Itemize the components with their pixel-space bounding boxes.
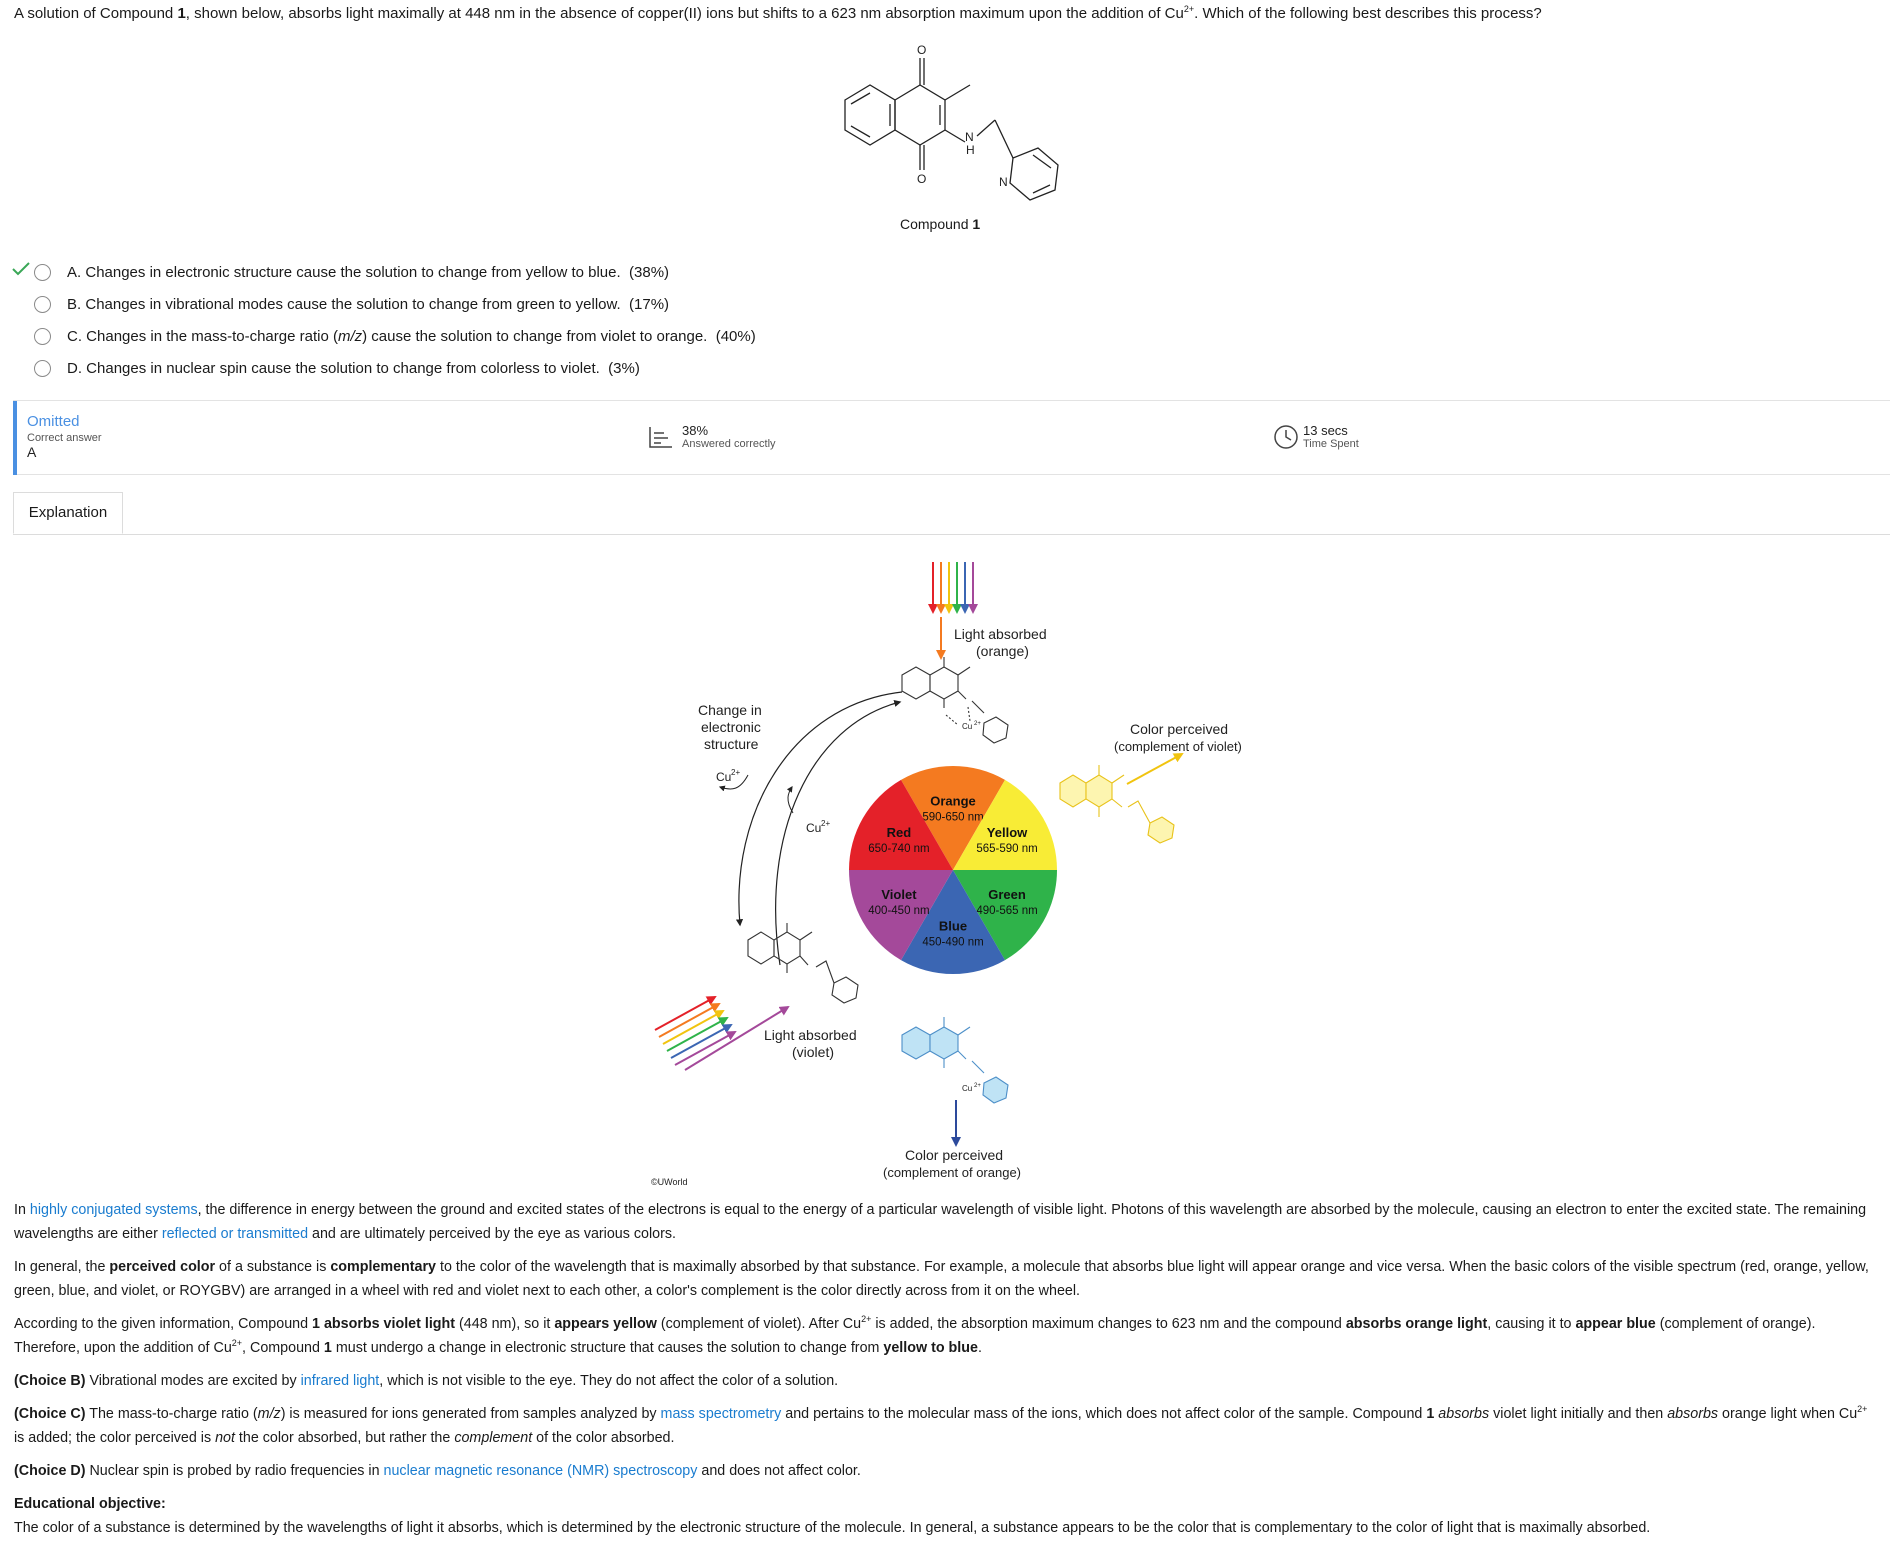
choice-a[interactable]: A. Changes in electronic structure cause… [10, 256, 756, 288]
svg-text:(complement of violet): (complement of violet) [1114, 739, 1242, 754]
label-light-absorbed-orange: Light absorbed [954, 626, 1047, 642]
curved-arrow-outer [735, 691, 903, 927]
link-reflected-transmitted[interactable]: reflected or transmitted [161, 1226, 309, 1242]
wheel-range-red: 650-740 nm [868, 843, 929, 855]
label-change-electronic: Change in [698, 702, 762, 718]
link-mass-spectrometry[interactable]: mass spectrometry [660, 1406, 782, 1422]
svg-text:O: O [917, 43, 926, 57]
wheel-range-orange: 590-650 nm [922, 812, 983, 824]
clock-icon [1274, 424, 1298, 449]
tab-bar: Explanation [13, 492, 1890, 535]
paragraph-1: In highly conjugated systems, the differ… [14, 1202, 1867, 1242]
svg-text:structure: structure [704, 736, 759, 752]
label-color-perceived-violet: Color perceived [1130, 721, 1228, 737]
svg-text:Cu: Cu [962, 1084, 972, 1093]
wheel-label-orange: Orange [930, 794, 976, 809]
check-icon [12, 262, 30, 276]
molecule-free-left [747, 923, 859, 1004]
answer-choices: A. Changes in electronic structure cause… [10, 256, 756, 384]
link-conjugated-systems[interactable]: highly conjugated systems [29, 1202, 198, 1218]
paragraph-choice-c: (Choice C) The mass-to-charge ratio (m/z… [14, 1404, 1868, 1446]
svg-text:2+: 2+ [821, 819, 830, 828]
wheel-label-blue: Blue [939, 918, 967, 933]
paragraph-3: According to the given information, Comp… [14, 1314, 1816, 1356]
correct-answer-value: A [27, 444, 37, 460]
label-cu-left: Cu [716, 770, 731, 784]
incoming-light-top [928, 562, 978, 660]
answer-status: Omitted Correct answer A [27, 413, 102, 460]
radio-d[interactable] [34, 359, 51, 377]
svg-text:2+: 2+ [974, 721, 981, 727]
link-nmr-spectroscopy[interactable]: nuclear magnetic resonance (NMR) spectro… [383, 1463, 698, 1479]
svg-text:H: H [966, 143, 975, 157]
color-wheel: Orange 590-650 nm Yellow 565-590 nm Green 490… [849, 766, 1057, 974]
label-color-perceived-orange: Color perceived [905, 1147, 1003, 1163]
svg-text:(complement of orange): (complement of orange) [883, 1165, 1021, 1180]
svg-text:(violet): (violet) [792, 1044, 834, 1060]
copyright-text: ©UWorld [651, 1177, 687, 1187]
radio-a[interactable] [34, 263, 51, 281]
status-text: Omitted [27, 413, 80, 430]
bar-chart-icon [649, 426, 672, 448]
objective-text: The color of a substance is determined b… [14, 1520, 1651, 1536]
link-infrared-light[interactable]: infrared light [300, 1373, 380, 1389]
curved-arrow-inner [775, 699, 902, 966]
svg-text:2+: 2+ [974, 1083, 981, 1089]
color-wheel-diagram: Light absorbed (orange) Cu 2+ Change in … [640, 555, 1280, 1195]
radio-c[interactable] [34, 327, 51, 345]
wheel-slice-green [953, 870, 1057, 961]
wheel-range-yellow: 565-590 nm [976, 843, 1037, 855]
tab-explanation[interactable]: Explanation [13, 492, 123, 534]
compound-1-structure: O O N H N [820, 40, 1080, 240]
question-stem: A solution of Compound 1, shown below, a… [14, 4, 1542, 23]
molecule-yellow-free [1059, 765, 1175, 844]
compound-caption: Compound 1 [900, 216, 981, 232]
wheel-slice-orange [901, 766, 1005, 870]
svg-text:electronic: electronic [701, 719, 761, 735]
incoming-light-left [654, 996, 790, 1071]
wheel-range-violet: 400-450 nm [868, 905, 929, 917]
svg-text:N: N [999, 175, 1008, 189]
svg-text:(orange): (orange) [976, 643, 1029, 659]
wheel-slice-blue [901, 870, 1005, 974]
choice-d[interactable]: D. Changes in nuclear spin cause the sol… [10, 352, 756, 384]
paragraph-choice-d: (Choice D) Nuclear spin is probed by rad… [14, 1463, 861, 1479]
stats-bar: Omitted Correct answer A 38%Answered cor… [13, 400, 1890, 475]
svg-text:2+: 2+ [731, 768, 740, 777]
paragraph-2: In general, the perceived color of a sub… [14, 1259, 1869, 1299]
wheel-range-green: 490-565 nm [976, 905, 1037, 917]
wheel-label-red: Red [887, 825, 912, 840]
radio-b[interactable] [34, 295, 51, 313]
wheel-label-violet: Violet [881, 887, 917, 902]
wheel-slice-red [849, 779, 953, 870]
wheel-slice-yellow [953, 779, 1057, 870]
explanation-text: In highly conjugated systems, the differ… [14, 1198, 1880, 1549]
svg-text:O: O [917, 172, 926, 186]
label-light-absorbed-violet: Light absorbed [764, 1027, 857, 1043]
molecule-cu-complex-top [901, 657, 1009, 744]
stats-accent [13, 401, 17, 475]
choice-c[interactable]: C. Changes in the mass-to-charge ratio (… [10, 320, 756, 352]
wheel-range-blue: 450-490 nm [922, 936, 983, 948]
svg-text:Cu: Cu [962, 722, 972, 731]
paragraph-choice-b: (Choice B) Vibrational modes are excited… [14, 1373, 839, 1389]
svg-text:N: N [965, 130, 974, 144]
wheel-label-green: Green [988, 887, 1026, 902]
wheel-slice-violet [849, 870, 953, 961]
choice-b[interactable]: B. Changes in vibrational modes cause th… [10, 288, 756, 320]
molecule-blue-complex [901, 1017, 1009, 1104]
percent-correct: 38%Answered correctly [648, 423, 776, 450]
label-cu-inner: Cu [806, 821, 821, 835]
wheel-label-yellow: Yellow [987, 825, 1028, 840]
objective-title: Educational objective: [14, 1496, 166, 1512]
